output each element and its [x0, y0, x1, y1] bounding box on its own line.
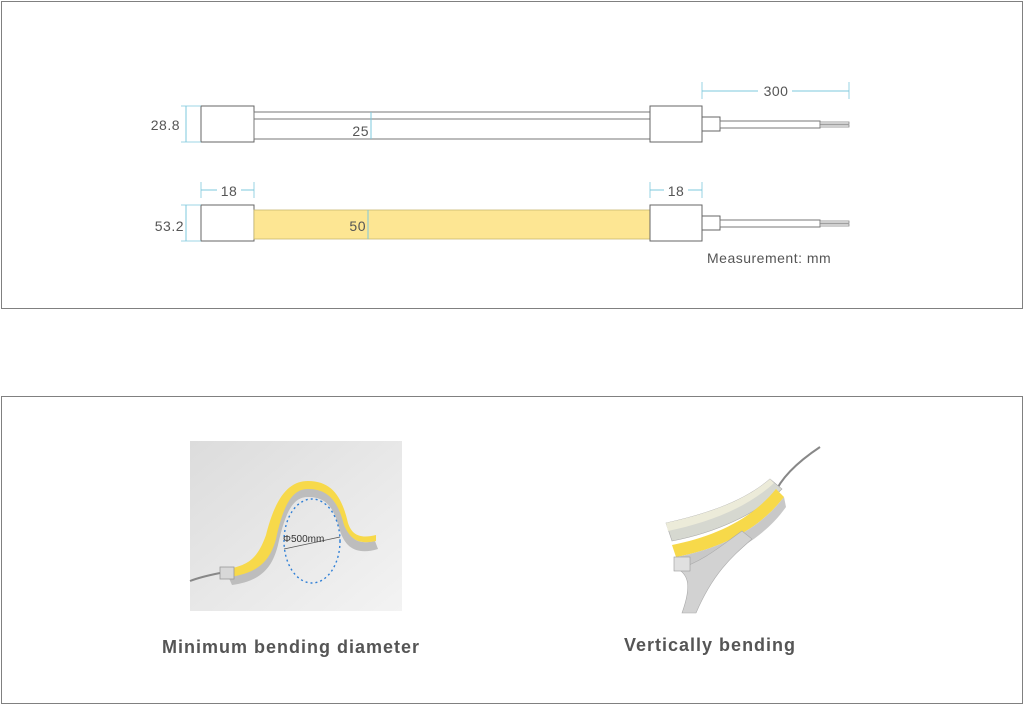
- top-view: 18 18 53.2 50 Measurement: mm: [155, 182, 850, 266]
- cable: [719, 120, 821, 129]
- lower-strip-body: [677, 530, 753, 614]
- min-bending-photo: Φ500mm: [189, 441, 402, 611]
- left-end-cap-top: [200, 204, 255, 242]
- dim-label-inner-top: 50: [349, 218, 366, 234]
- wire-tip-3: [819, 220, 850, 224]
- dimension-drawing: 28.8 25 300 18: [151, 82, 850, 266]
- diameter-label: Φ500mm: [283, 534, 324, 545]
- dim-label-cable-length: 300: [764, 83, 789, 99]
- left-end-cap: [200, 105, 255, 143]
- min-bending-caption: Minimum bending diameter: [162, 637, 421, 657]
- right-end-cap-top: [649, 204, 703, 242]
- vertical-bending-photo: [665, 446, 821, 614]
- dim-label-side-height: 28.8: [151, 117, 180, 133]
- wire-tip-4: [819, 223, 850, 227]
- cable-top: [719, 219, 821, 228]
- strip-body-side: [253, 111, 651, 140]
- technical-drawing-panel: 28.8 25 300 18: [1, 1, 1023, 309]
- bent-strip-led: [228, 481, 376, 577]
- diameter-line: [283, 536, 341, 550]
- dim-label-inner-side: 25: [352, 123, 369, 139]
- vertical-bending-caption: Vertically bending: [624, 635, 797, 655]
- measurement-unit-note: Measurement: mm: [707, 250, 831, 266]
- bent-strip-end-cap: [219, 566, 235, 580]
- bend-diameter-circle: [283, 498, 341, 584]
- upper-strip-top: [666, 479, 774, 531]
- led-emitting-surface: [253, 209, 651, 240]
- dim-label-top-height: 53.2: [155, 218, 184, 234]
- side-view: 28.8 25 300: [151, 82, 850, 143]
- wire-tip-1: [819, 121, 850, 125]
- front-strip-side: [676, 497, 786, 571]
- front-strip-end: [673, 556, 691, 572]
- dim-label-bg: [758, 82, 792, 98]
- dim-label-end-cap-left: 18: [221, 183, 238, 199]
- bending-panel: Φ500mm Minimum bending diameter Vertical…: [1, 396, 1023, 704]
- bent-strip-cable: [189, 572, 221, 582]
- dim-label-bg: [664, 182, 688, 198]
- wire-tip-2: [819, 124, 850, 128]
- right-end-cap: [649, 105, 703, 143]
- dim-label-end-cap-right: 18: [668, 183, 685, 199]
- cable-gland-top: [701, 215, 721, 231]
- front-strip-led: [672, 489, 784, 557]
- photo-background: [190, 441, 402, 611]
- dim-label-bg: [217, 182, 241, 198]
- cable-gland: [701, 116, 721, 132]
